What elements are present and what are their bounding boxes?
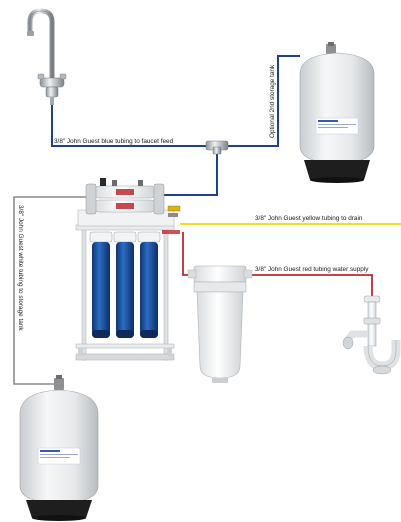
blue-filter-canister (89, 231, 113, 338)
white-tubing (13, 196, 92, 385)
red-tubing (182, 232, 373, 298)
label-white-tubing: 3/8" John Guest white tubing to storage … (17, 205, 24, 331)
blue-filter-canister (137, 231, 161, 338)
label-yellow-tubing: 3/8" John Guest yellow tubing to drain (255, 215, 363, 222)
optional-storage-tank-icon (299, 42, 375, 183)
blue-filter-canister (113, 231, 137, 338)
filter-housing-icon (187, 265, 253, 383)
label-optional-tank: Optional 2nd storage tank (269, 64, 276, 138)
storage-tank-icon (19, 375, 99, 521)
faucet-icon (27, 8, 67, 105)
label-blue-tubing: 3/8" John Guest blue tubing to faucet fe… (54, 138, 174, 145)
blue-tubing (51, 55, 300, 196)
ro-system-icon (75, 178, 181, 361)
drain-trap-icon (342, 295, 401, 375)
label-red-tubing: 3/8" John Guest red tubing water supply (255, 266, 369, 273)
